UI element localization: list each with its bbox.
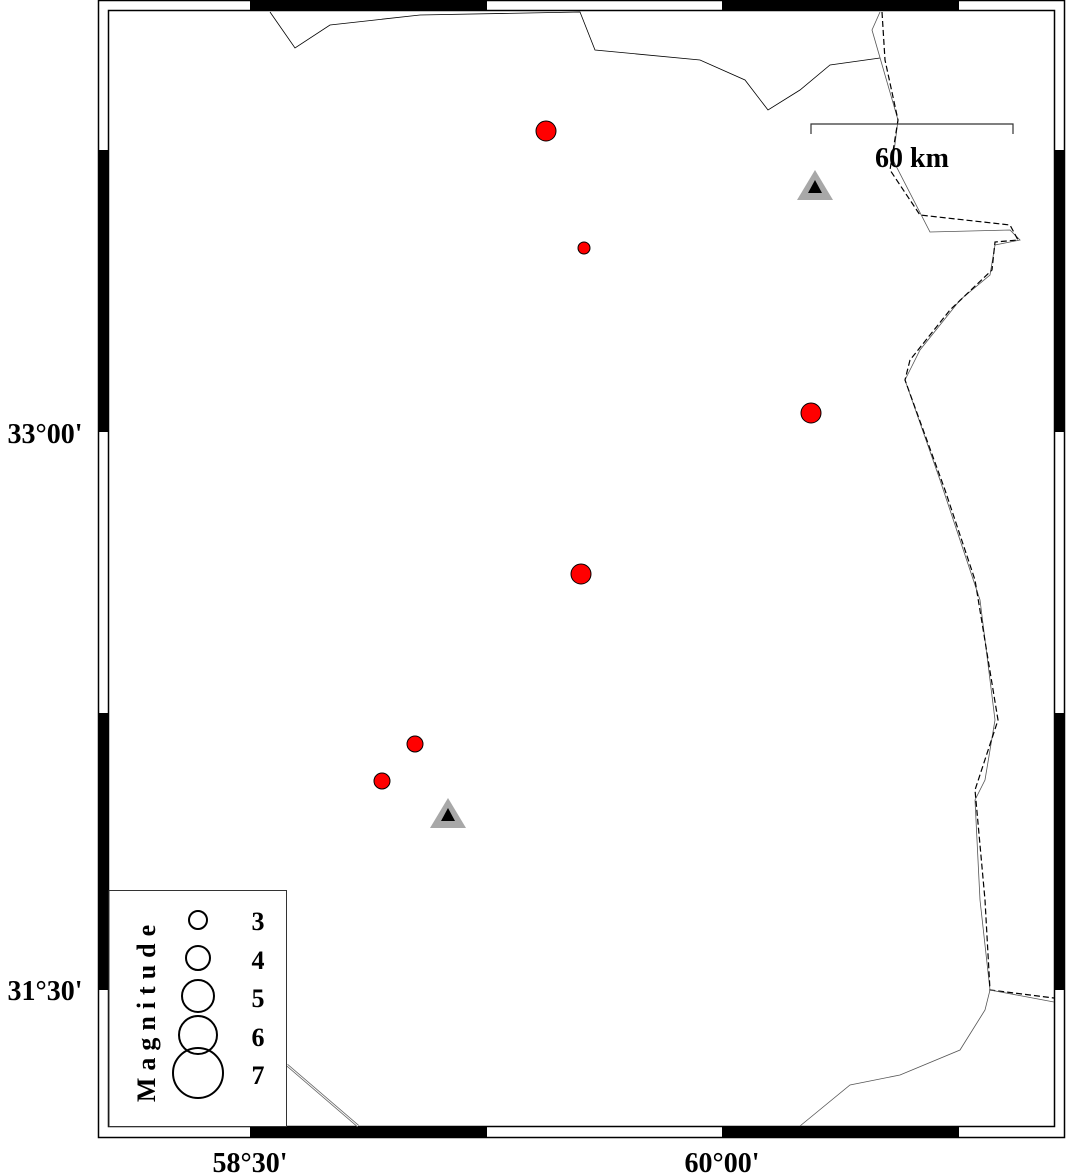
legend-circle <box>188 910 208 930</box>
legend-label: 5 <box>252 984 265 1013</box>
legend-circle <box>172 1047 224 1099</box>
earthquake-event[interactable] <box>570 563 592 585</box>
boundaries <box>269 11 1055 1127</box>
earthquake-event[interactable] <box>373 772 391 790</box>
longitude-label: 58°30' <box>213 1148 288 1176</box>
border-east <box>989 989 1055 1003</box>
earthquake-event[interactable] <box>535 120 557 142</box>
scale-bar-label: 60 km <box>875 143 949 174</box>
longitude-label: 60°00' <box>685 1148 760 1176</box>
legend-circle <box>178 1015 218 1055</box>
legend-circle <box>181 979 215 1013</box>
latitude-label: 31°30' <box>8 976 83 1007</box>
legend-circle <box>185 945 211 971</box>
station-marker[interactable] <box>797 170 833 200</box>
earthquake-event[interactable] <box>800 402 822 424</box>
earthquake-event[interactable] <box>577 241 591 255</box>
legend-label: 6 <box>252 1023 265 1052</box>
earthquake-event[interactable] <box>406 735 424 753</box>
legend-label: 4 <box>252 946 265 975</box>
map-frame <box>97 0 1066 1139</box>
latitude-label: 33°00' <box>8 419 83 450</box>
legend-title: Magnitude <box>132 918 161 1102</box>
scale-bar: 60 km <box>810 123 1014 174</box>
border-solid <box>799 11 1021 1127</box>
magnitude-legend: Magnitude 3 4 5 6 7 <box>108 890 287 1127</box>
province-boundary-north <box>269 11 881 111</box>
legend-label: 7 <box>252 1061 265 1090</box>
station-marker[interactable] <box>430 798 466 828</box>
legend-label: 3 <box>252 907 265 936</box>
